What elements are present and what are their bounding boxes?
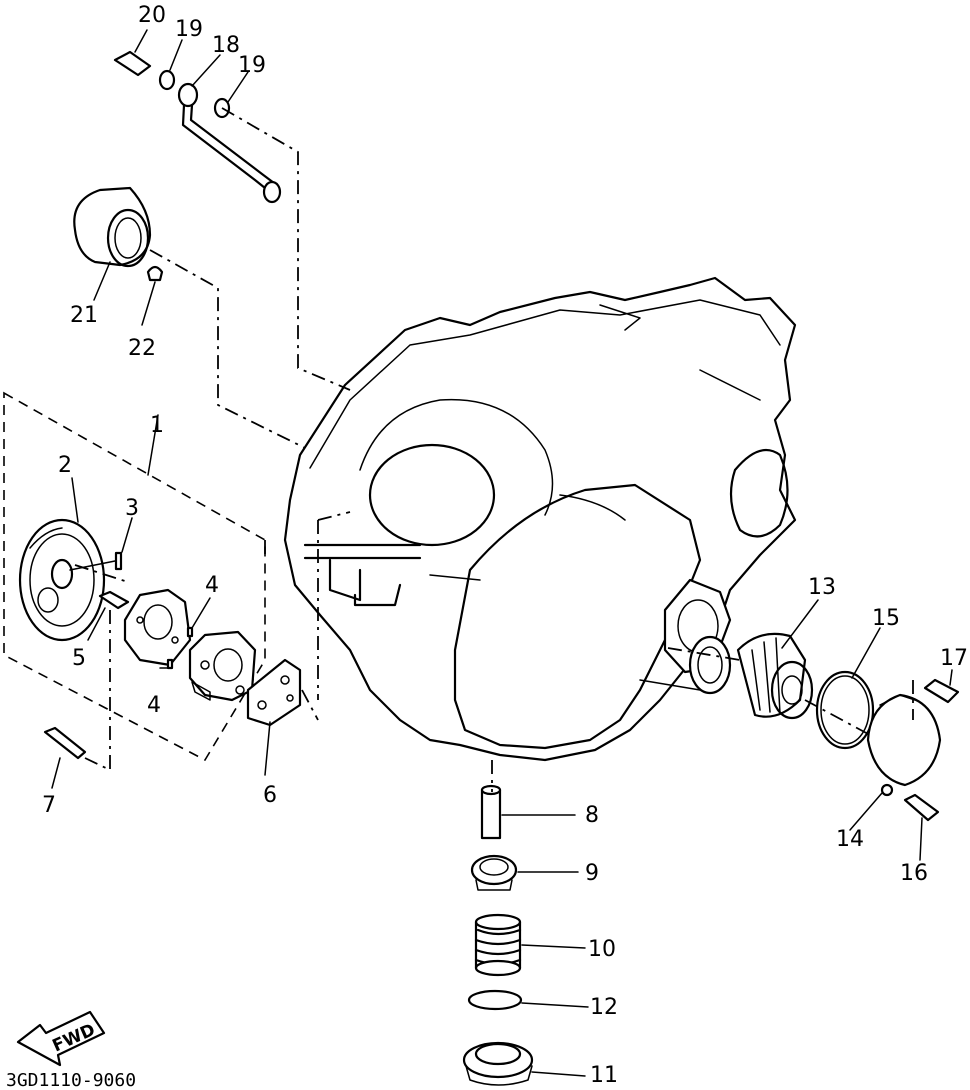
callout-10: 10 (588, 937, 616, 962)
callout-22: 22 (128, 336, 156, 361)
fwd-arrow-icon: FWD (16, 1010, 106, 1067)
oil-pipe-18 (177, 82, 282, 204)
bolt-16 (903, 793, 940, 822)
callout-8: 8 (585, 803, 599, 828)
callout-4b: 4 (147, 693, 161, 718)
clip-22 (146, 265, 164, 282)
bolt-20 (113, 50, 152, 77)
callout-3: 3 (125, 496, 139, 521)
callout-12: 12 (590, 995, 618, 1020)
callout-1: 1 (150, 413, 164, 438)
o-ring-15-inner (820, 675, 870, 745)
oil-pump-assembly (3, 391, 266, 762)
callout-15: 15 (872, 606, 900, 631)
callout-6: 6 (263, 783, 277, 808)
oil-pump-body (123, 588, 192, 667)
bolt-long (43, 726, 87, 760)
oil-pump-gear (18, 518, 121, 642)
filter-inner-ring (688, 635, 732, 695)
dowel-pin-lower (166, 658, 174, 670)
figure-code: 3GD1110-9060 (6, 1070, 136, 1090)
filter-cover-14 (866, 693, 942, 797)
oil-filter-element (736, 632, 814, 720)
callout-19b: 19 (238, 53, 266, 78)
callout-5: 5 (72, 646, 86, 671)
callout-19a: 19 (175, 17, 203, 42)
pipe-8 (480, 784, 502, 840)
spring-10 (474, 913, 522, 977)
callout-2: 2 (58, 453, 72, 478)
callout-20: 20 (138, 3, 166, 28)
callout-16: 16 (900, 861, 928, 886)
drain-plug-11 (462, 1041, 534, 1086)
bolt-17 (923, 678, 960, 704)
callout-17: 17 (940, 646, 968, 671)
bolt-short (98, 590, 130, 610)
strainer-9 (470, 854, 518, 891)
o-ring-15 (815, 670, 875, 750)
callout-21: 21 (70, 303, 98, 328)
callout-18: 18 (212, 33, 240, 58)
callout-13: 13 (808, 575, 836, 600)
o-ring-12 (467, 989, 523, 1011)
callout-labels: 20 19 18 19 21 22 1 2 3 4 4 5 6 7 8 9 10… (42, 3, 968, 1088)
callout-11: 11 (590, 1063, 618, 1088)
leader-lines (51, 29, 953, 1077)
callout-9: 9 (585, 861, 599, 886)
crankcase-housing (283, 276, 797, 762)
callout-14: 14 (836, 827, 864, 852)
bearing-21 (73, 186, 152, 268)
pump-gasket (246, 658, 302, 727)
dowel-pin (114, 551, 123, 571)
dowel-pin-upper (186, 626, 194, 638)
oil-pump-rotor-housing (188, 630, 257, 702)
washer-19a (158, 69, 176, 91)
callout-7: 7 (42, 793, 56, 818)
callout-4a: 4 (205, 573, 219, 598)
